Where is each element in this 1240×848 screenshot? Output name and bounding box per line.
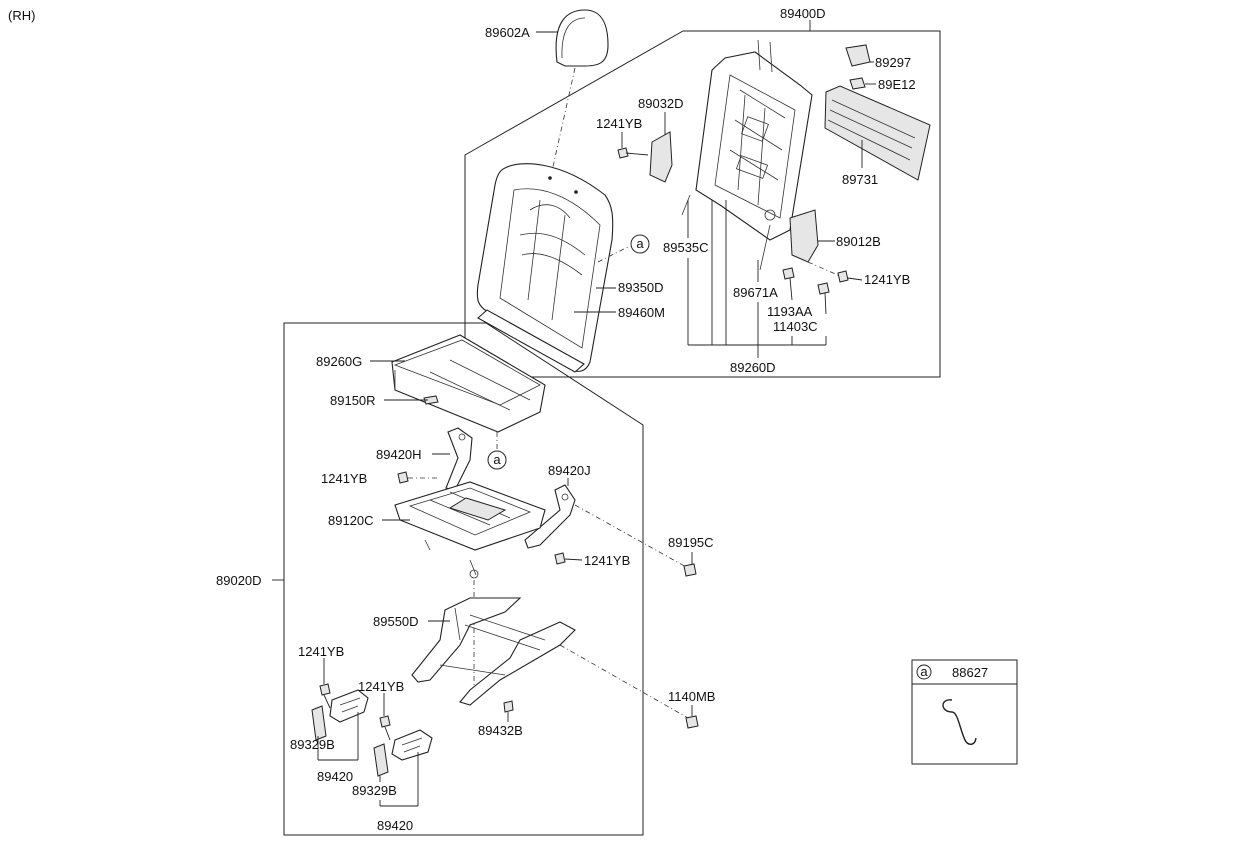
callout-back-pad: 89460M bbox=[618, 305, 665, 320]
callout-knob-clip: 89E12 bbox=[878, 77, 916, 92]
callout-headrest: 89602A bbox=[485, 25, 530, 40]
headrest-part bbox=[555, 9, 609, 67]
callout-back-board: 89731 bbox=[842, 172, 878, 187]
hook-clip-part bbox=[942, 699, 977, 745]
latch1-part bbox=[311, 689, 369, 741]
latch2-part bbox=[373, 729, 433, 777]
cushion-part bbox=[391, 334, 546, 433]
callout-bolt-frame-r: 1241YB bbox=[584, 553, 630, 568]
bolt-frame-part bbox=[683, 563, 697, 577]
callout-bolt-cover1: 1241YB bbox=[298, 644, 344, 659]
side-cover-part bbox=[789, 209, 819, 263]
bolt-upper-left bbox=[617, 147, 649, 159]
marker-circle-cushion bbox=[487, 450, 507, 470]
callout-cover1: 89329B bbox=[290, 737, 335, 752]
hinge-left-part bbox=[445, 427, 473, 491]
seatback-frame-part bbox=[681, 39, 813, 271]
callout-back-cover: 89350D bbox=[618, 280, 664, 295]
callout-track: 89550D bbox=[373, 614, 419, 629]
back-board-part bbox=[824, 85, 931, 181]
marker-back: a bbox=[636, 236, 644, 251]
marker-cushion: a bbox=[493, 452, 501, 467]
callout-hinge-right: 89420J bbox=[548, 463, 591, 478]
callout-side-cover: 89012B bbox=[836, 234, 881, 249]
callout-cushion-pad: 89150R bbox=[330, 393, 376, 408]
legend-marker-circle bbox=[916, 664, 932, 680]
callout-bolt-right: 1241YB bbox=[864, 272, 910, 287]
back-frame-leader-bracket bbox=[687, 200, 827, 358]
callout-knob: 89297 bbox=[875, 55, 911, 70]
marker-circle-back bbox=[630, 234, 650, 254]
callout-cover2: 89329B bbox=[352, 783, 397, 798]
callout-latch2: 89420 bbox=[377, 818, 413, 833]
seatback-part bbox=[476, 163, 614, 373]
pin-part bbox=[503, 700, 514, 722]
callout-back-frame-assy: 89260D bbox=[730, 360, 776, 375]
bolt-cover2-part bbox=[379, 715, 391, 741]
callout-bolt-track: 1140MB bbox=[668, 689, 715, 704]
cushion-frame-part bbox=[394, 481, 546, 579]
callout-cushion-cover: 89260G bbox=[316, 354, 362, 369]
legend-part: 88627 bbox=[952, 665, 988, 680]
callout-back-bracket: 89032D bbox=[638, 96, 684, 111]
latch2-leader-bracket bbox=[379, 752, 419, 807]
bolt-hinge-part bbox=[397, 471, 440, 484]
callout-pin: 89432B bbox=[478, 723, 523, 738]
cushion-assembly-outline bbox=[283, 322, 644, 836]
callout-latch1: 89420 bbox=[317, 769, 353, 784]
bolt-right-part bbox=[837, 270, 863, 283]
callout-bolt-hinge: 1241YB bbox=[321, 471, 367, 486]
callout-hinge-left: 89420H bbox=[376, 447, 422, 462]
legend-box: a 88627 bbox=[911, 659, 1018, 765]
knob-part bbox=[845, 44, 871, 90]
callout-latch-cable: 89671A bbox=[733, 285, 778, 300]
legend-marker: a bbox=[920, 664, 928, 679]
track-assembly-part bbox=[411, 597, 576, 706]
headrest-guide-line bbox=[549, 67, 576, 181]
callout-bolt-frame: 89195C bbox=[668, 535, 714, 550]
callout-back-assy: 89400D bbox=[780, 6, 826, 21]
hinge-right-part bbox=[524, 484, 576, 549]
callout-bolt-a: 1193AA bbox=[767, 304, 813, 319]
guide-bolt-frame bbox=[574, 504, 689, 569]
guide-bolt-right bbox=[807, 261, 841, 277]
latch1-leader-bracket bbox=[317, 712, 359, 761]
callout-bolt-upper-left: 1241YB bbox=[596, 116, 642, 131]
callout-cushion-frame: 89120C bbox=[328, 513, 374, 528]
callout-bolt-b: 11403C bbox=[773, 319, 818, 334]
bolt-a-part bbox=[782, 267, 795, 301]
guide-bolt-track bbox=[559, 644, 689, 719]
callout-cushion-assy: 89020D bbox=[216, 573, 262, 588]
side-tag: (RH) bbox=[8, 8, 35, 23]
bolt-b-part bbox=[817, 282, 830, 315]
bolt-frame-r-part bbox=[554, 552, 583, 565]
bolt-cover1-part bbox=[319, 683, 331, 709]
bolt-track-part bbox=[685, 715, 699, 729]
back-bracket-part bbox=[649, 131, 673, 183]
callout-back-frame-pipe: 89535C bbox=[663, 240, 709, 255]
callout-bolt-cover2: 1241YB bbox=[358, 679, 404, 694]
